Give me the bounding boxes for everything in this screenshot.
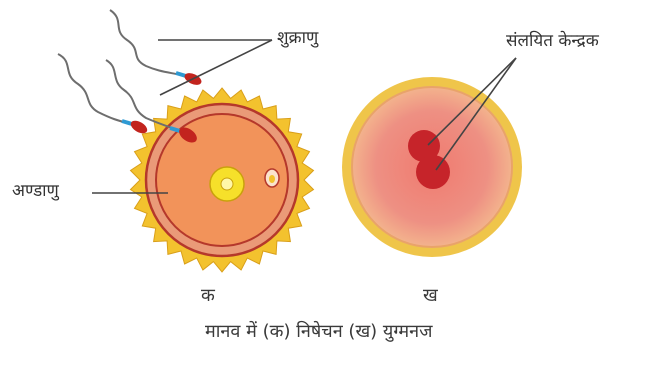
pronucleus-2: [416, 155, 450, 189]
fused-nuclei-label: संलयित केन्द्रक: [506, 33, 599, 50]
sperm-1: [110, 10, 203, 87]
zygote-figure: [342, 58, 522, 257]
nucleolus: [221, 178, 233, 190]
polar-body-core: [269, 175, 275, 183]
sperm-2: [58, 54, 149, 136]
sperm-label: शुक्राणु: [277, 30, 318, 47]
fertilization-figure: [58, 10, 314, 272]
figure-caption: मानव में (क) निषेचन (ख) युग्मनज: [205, 323, 433, 341]
ovum-label: अण्डाणु: [12, 183, 59, 200]
sperm-leader-2: [160, 40, 272, 95]
panel-a-label: क: [201, 287, 215, 305]
panel-b-label: ख: [423, 287, 438, 305]
